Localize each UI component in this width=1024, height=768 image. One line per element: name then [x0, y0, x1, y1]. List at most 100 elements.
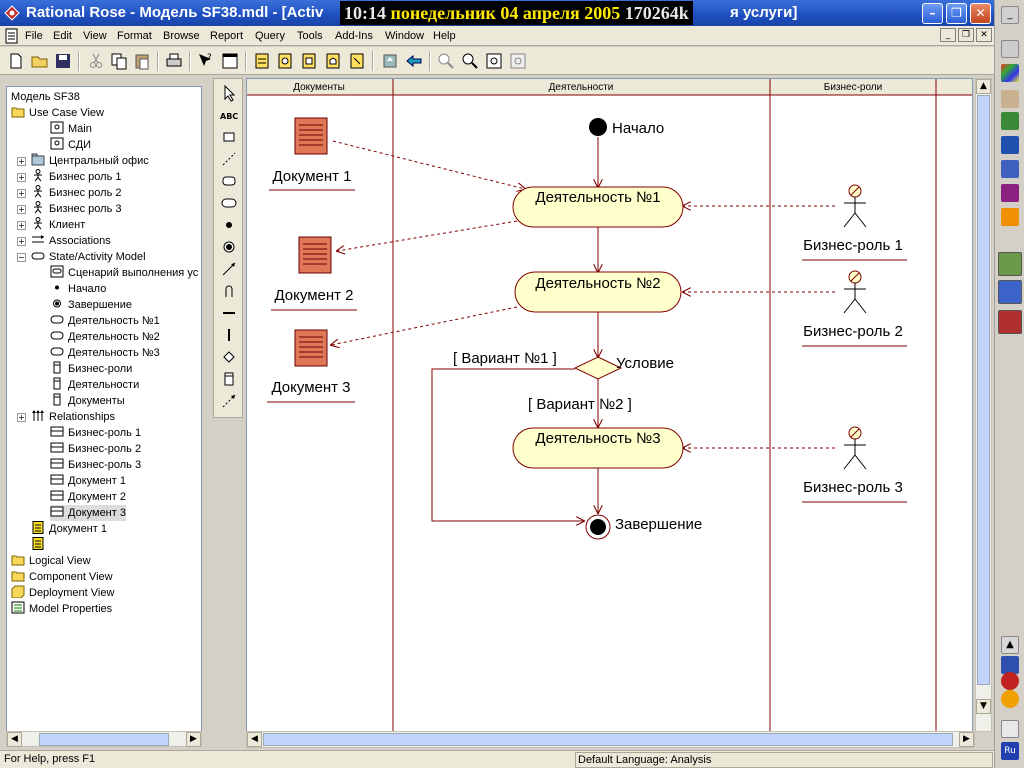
system-button-icon[interactable] — [1001, 40, 1019, 58]
use-case-diagram-icon[interactable] — [275, 51, 295, 71]
expand-plus-icon[interactable]: + — [17, 205, 26, 214]
scroll-right-icon[interactable]: ▶ — [959, 732, 974, 747]
end-state[interactable] — [585, 514, 611, 540]
object-flow-icon[interactable] — [219, 391, 239, 411]
tree-node[interactable]: Бизнес-роли — [50, 361, 132, 377]
document-system-icon[interactable] — [4, 28, 20, 44]
excel-task-icon[interactable] — [998, 252, 1022, 276]
undo-fit-icon[interactable] — [508, 51, 528, 71]
activity-1[interactable]: Деятельность №1 — [512, 186, 684, 228]
scroll-left-icon[interactable]: ◀ — [247, 732, 262, 747]
object-flow-activity1-to-document2[interactable] — [337, 220, 518, 251]
spellcheck-icon[interactable] — [1001, 720, 1019, 738]
selection-arrow-icon[interactable] — [219, 83, 239, 103]
tree-node[interactable]: Model Properties — [11, 601, 112, 617]
lane-activities-label[interactable]: Деятельности — [549, 82, 614, 93]
tree-node[interactable]: Документ 2 — [50, 489, 126, 505]
rose-app-icon[interactable] — [4, 5, 20, 21]
tree-node[interactable]: Component View — [11, 569, 113, 585]
expand-plus-icon[interactable]: + — [17, 237, 26, 246]
object-flow-activity2-to-document3[interactable] — [331, 306, 518, 345]
open-folder-icon[interactable] — [30, 51, 50, 71]
transition-variant1-to-end[interactable] — [431, 368, 584, 521]
diagram-vertical-scrollbar[interactable]: ▲ ▼ — [975, 78, 992, 732]
browse-previous-icon[interactable] — [404, 51, 424, 71]
menu-query[interactable]: Query — [255, 30, 285, 42]
antivirus-icon[interactable] — [1001, 672, 1019, 690]
end-state-icon[interactable] — [219, 237, 239, 257]
tree-node[interactable]: Deployment View — [11, 585, 114, 601]
vertical-sync-icon[interactable] — [219, 325, 239, 345]
vertical-scroll-thumb[interactable] — [977, 95, 990, 685]
tree-node[interactable]: Main — [50, 121, 92, 137]
windows-icon[interactable] — [1001, 64, 1019, 82]
tree-node[interactable]: Бизнес роль 1 — [31, 169, 121, 185]
tree-node[interactable]: Деятельность №1 — [50, 313, 160, 329]
expand-plus-icon[interactable]: + — [17, 221, 26, 230]
tree-node[interactable]: Модель SF38 — [11, 89, 80, 105]
collapse-minus-icon[interactable]: − — [17, 253, 26, 262]
guard-variant-1[interactable]: [ Вариант №1 ] — [453, 350, 557, 367]
class-diagram-icon[interactable] — [252, 51, 272, 71]
minimize-icon[interactable]: _ — [1001, 6, 1019, 24]
onenote-icon[interactable] — [1001, 184, 1019, 202]
tree-node[interactable]: Relationships — [31, 409, 115, 425]
browser-horizontal-scrollbar[interactable]: ◀ ▶ — [6, 731, 202, 747]
tree-node[interactable]: Бизнес-роль 3 — [50, 457, 141, 473]
activity-3[interactable]: Деятельность №3 — [512, 427, 684, 469]
transition-to-self-icon[interactable] — [219, 281, 239, 301]
tree-node[interactable]: Деятельность №3 — [50, 345, 160, 361]
document-2[interactable]: Документ 2 — [271, 236, 357, 311]
tree-node[interactable]: Начало — [50, 281, 106, 297]
anchor-note-icon[interactable] — [219, 149, 239, 169]
collapse-up-icon[interactable]: ▲ — [1001, 636, 1019, 654]
tree-node[interactable]: Logical View — [11, 553, 91, 569]
tree-node[interactable]: Центральный офис — [31, 153, 149, 169]
outlook-icon[interactable] — [1001, 136, 1019, 154]
expand-plus-icon[interactable]: + — [17, 189, 26, 198]
menu-window[interactable]: Window — [385, 30, 425, 42]
cut-icon[interactable] — [86, 51, 106, 71]
print-icon[interactable] — [164, 51, 184, 71]
tree-node[interactable]: State/Activity Model — [31, 249, 146, 265]
tree-node[interactable]: Клиент — [31, 217, 85, 233]
minimize-button[interactable]: – — [922, 3, 943, 24]
scrollbar-thumb[interactable] — [39, 733, 169, 746]
zoom-in-icon[interactable] — [436, 51, 456, 71]
word-task-icon[interactable] — [998, 280, 1022, 304]
note-icon[interactable] — [219, 127, 239, 147]
decision-icon[interactable] — [219, 347, 239, 367]
mdi-restore-button[interactable]: ❐ — [958, 28, 974, 42]
horizontal-sync-icon[interactable] — [219, 303, 239, 323]
tree-node[interactable]: Бизнес-роль 2 — [50, 441, 141, 457]
menu-tools[interactable]: Tools — [297, 30, 323, 42]
maximize-button[interactable]: ❐ — [946, 3, 967, 24]
menu-view[interactable]: View — [83, 30, 107, 42]
tree-node[interactable]: Бизнес роль 3 — [31, 201, 121, 217]
volume-icon[interactable] — [1001, 690, 1019, 708]
model-browser-tree[interactable]: Модель SF38−Use Case ViewMainСДИ+Централ… — [6, 86, 202, 732]
tree-node[interactable]: СДИ — [50, 137, 91, 153]
context-help-icon[interactable]: ? — [196, 51, 216, 71]
title-bar[interactable]: Rational Rose - Модель SF38.mdl - [Activ… — [0, 0, 994, 26]
tree-node[interactable]: Деятельность №2 — [50, 329, 160, 345]
activity-diagram-canvas[interactable]: Документы Деятельности Бизнес-роли — [246, 78, 973, 732]
scroll-right-icon[interactable]: ▶ — [186, 732, 201, 747]
diagram-horizontal-scrollbar[interactable]: ◀ ▶ — [246, 731, 975, 748]
tree-node[interactable]: Деятельности — [50, 377, 139, 393]
word-icon[interactable] — [1001, 160, 1019, 178]
document-1[interactable]: Документ 1 — [269, 117, 355, 191]
tree-node[interactable]: Документ 3 — [50, 505, 126, 521]
start-state-icon[interactable] — [219, 215, 239, 235]
tree-node[interactable]: Associations — [31, 233, 111, 249]
lane-roles-label[interactable]: Бизнес-роли — [824, 82, 882, 93]
tree-node[interactable]: Бизнес роль 2 — [31, 185, 121, 201]
activity-icon[interactable] — [219, 193, 239, 213]
tree-node[interactable]: Документ 1 — [31, 521, 107, 537]
browse-parent-icon[interactable] — [380, 51, 400, 71]
tree-node[interactable]: Документ 1 — [50, 473, 126, 489]
expand-plus-icon[interactable]: + — [17, 157, 26, 166]
component-diagram-icon[interactable] — [299, 51, 319, 71]
document-3[interactable]: Документ 3 — [267, 329, 355, 403]
zoom-out-icon[interactable] — [460, 51, 480, 71]
